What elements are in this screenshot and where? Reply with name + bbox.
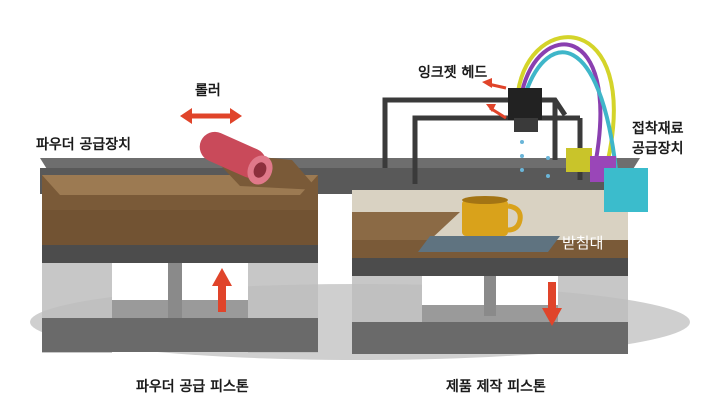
support-bed-label: 받침대 xyxy=(562,234,604,252)
build-piston-rod xyxy=(484,276,496,316)
inkjet-head xyxy=(508,88,542,132)
cartridge-yellow xyxy=(566,148,592,172)
powder-piston-rod xyxy=(168,263,182,323)
powder-piston-label: 파우더 공급 피스톤 xyxy=(136,379,249,395)
printed-cup xyxy=(462,196,523,236)
cable-yellow xyxy=(516,35,616,161)
cable-purple xyxy=(520,42,603,161)
arrow-down-icon xyxy=(542,282,562,326)
build-piston-label: 제품 제작 피스톤 xyxy=(446,379,546,395)
powder-supply-chamber xyxy=(42,175,318,353)
cartridge-teal xyxy=(604,168,648,212)
arrow-up-icon xyxy=(212,268,232,312)
roller xyxy=(199,131,318,190)
inkjet-arrow-icon xyxy=(482,78,507,120)
binder-supply-label: 접착재료 공급장치 xyxy=(632,118,684,158)
ink-drops xyxy=(520,140,550,178)
binder-supply-label-line2: 공급장치 xyxy=(632,141,684,157)
cable-teal xyxy=(524,50,618,171)
roller-label: 롤러 xyxy=(195,83,221,99)
double-arrow-horizontal-icon xyxy=(180,108,242,124)
binder-supply-label-line1: 접착재료 xyxy=(632,121,684,137)
inkjet-head-label: 잉크젯 헤드 xyxy=(418,65,488,81)
powder-supply-label: 파우더 공급장치 xyxy=(36,137,132,153)
support-bed xyxy=(418,236,560,252)
